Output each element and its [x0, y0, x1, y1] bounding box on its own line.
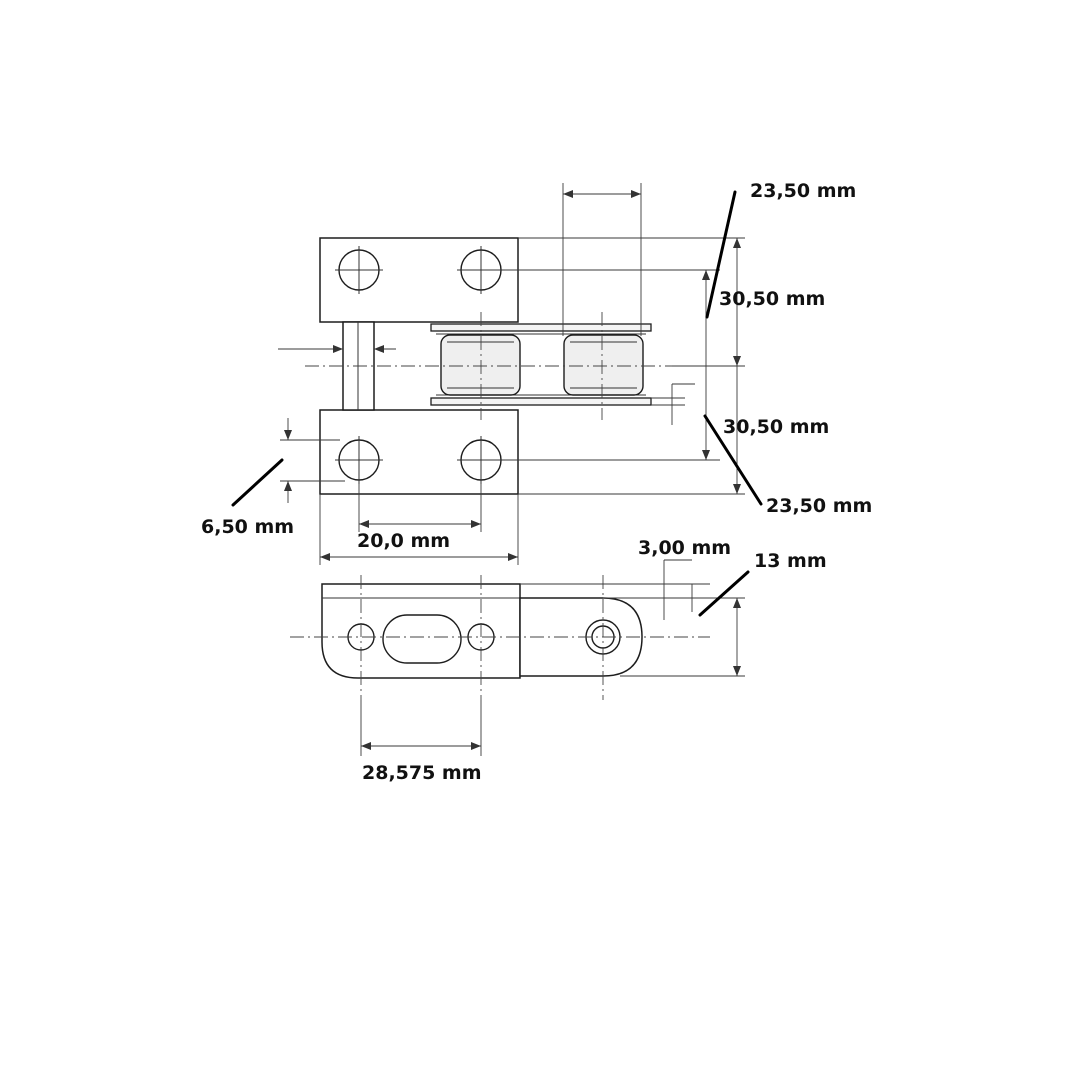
upper-left-hole: [335, 246, 383, 294]
leader-plate-height: [698, 570, 750, 617]
dim-label-top-width: 23,50 mm: [750, 180, 857, 202]
dim-label-plate-thickness: 3,00 mm: [638, 537, 732, 559]
dim-label-hole-offset: 6,50 mm: [201, 516, 295, 538]
outer-side-plate-top: [430, 323, 652, 332]
slot: [382, 614, 462, 664]
side-view: [290, 559, 745, 756]
lower-attachment-plate: [319, 409, 519, 495]
dim-label-upper-height: 30,50 mm: [719, 288, 826, 310]
leader-lines: [231, 190, 763, 617]
dim-label-plate-height: 13 mm: [754, 550, 827, 572]
dim-label-bottom-width: 23,50 mm: [766, 495, 873, 517]
lower-left-hole: [335, 436, 383, 484]
leader-top-width: [705, 190, 737, 319]
top-view: [278, 183, 745, 565]
dim-label-lower-height: 30,50 mm: [723, 416, 830, 438]
leader-hole-offset: [231, 458, 284, 507]
lower-right-hole: [457, 436, 505, 484]
upper-right-hole: [457, 246, 505, 294]
roller-left: [440, 334, 521, 396]
roller-right: [563, 334, 644, 396]
leader-bottom-width: [703, 414, 763, 506]
side-attachment-plate: [321, 583, 521, 679]
outer-side-plate-bottom: [430, 397, 652, 406]
upper-attachment-plate: [319, 237, 519, 323]
dim-label-hole-spacing: 20,0 mm: [357, 530, 451, 552]
dim-label-pitch: 28,575 mm: [362, 762, 482, 784]
